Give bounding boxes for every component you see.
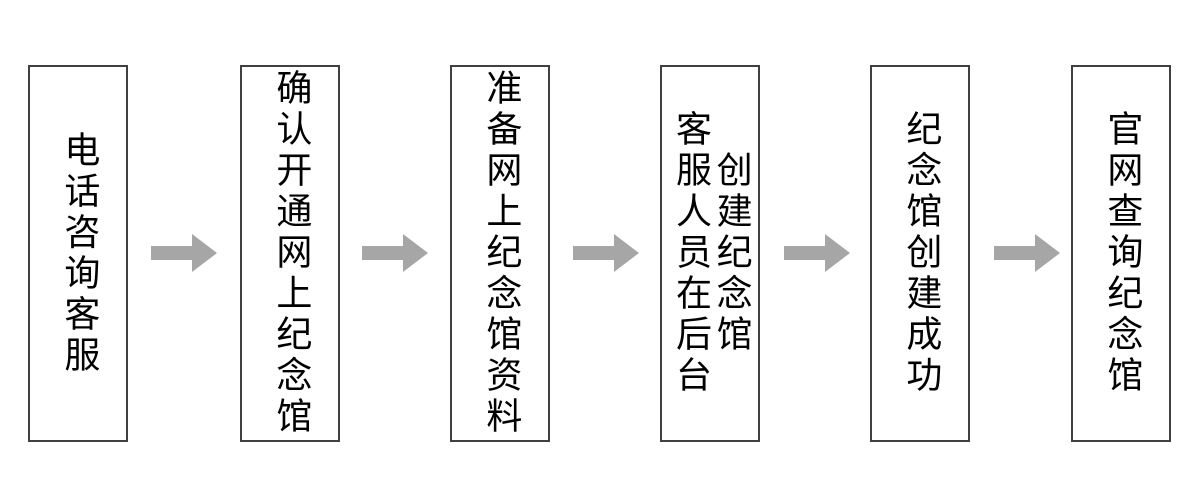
flow-node-label: 准备网上纪念馆资料 (480, 69, 522, 438)
flow-node-label: 纪念馆创建成功 (900, 110, 942, 397)
arrow-node2-to-node3 (362, 234, 428, 272)
arrow-node4-to-node5 (784, 234, 850, 272)
arrow-node1-to-node2 (151, 234, 217, 272)
arrow-node3-to-node4 (573, 234, 639, 272)
flow-node-label: 电话咨询客服 (58, 130, 100, 377)
flow-node-prepare-online-memorial-materials[interactable]: 准备网上纪念馆资料 (450, 65, 550, 442)
flow-node-label-column-2: 创建纪念馆 (710, 151, 752, 356)
flow-node-label: 客服人员在后台 (670, 110, 711, 397)
arrow-node5-to-node6 (994, 234, 1060, 272)
flow-node-query-memorial-on-official-site[interactable]: 官网查询纪念馆 (1071, 65, 1171, 442)
flow-node-staff-creates-memorial-backend[interactable]: 创建纪念馆 客服人员在后台 (660, 65, 760, 442)
flow-node-memorial-created-successfully[interactable]: 纪念馆创建成功 (870, 65, 970, 442)
flow-node-label: 官网查询纪念馆 (1101, 110, 1143, 397)
flow-node-confirm-open-online-memorial[interactable]: 确认开通网上纪念馆 (240, 65, 340, 442)
flow-node-label: 确认开通网上纪念馆 (270, 69, 312, 438)
flow-node-phone-consult-customer-service[interactable]: 电话咨询客服 (28, 65, 128, 442)
